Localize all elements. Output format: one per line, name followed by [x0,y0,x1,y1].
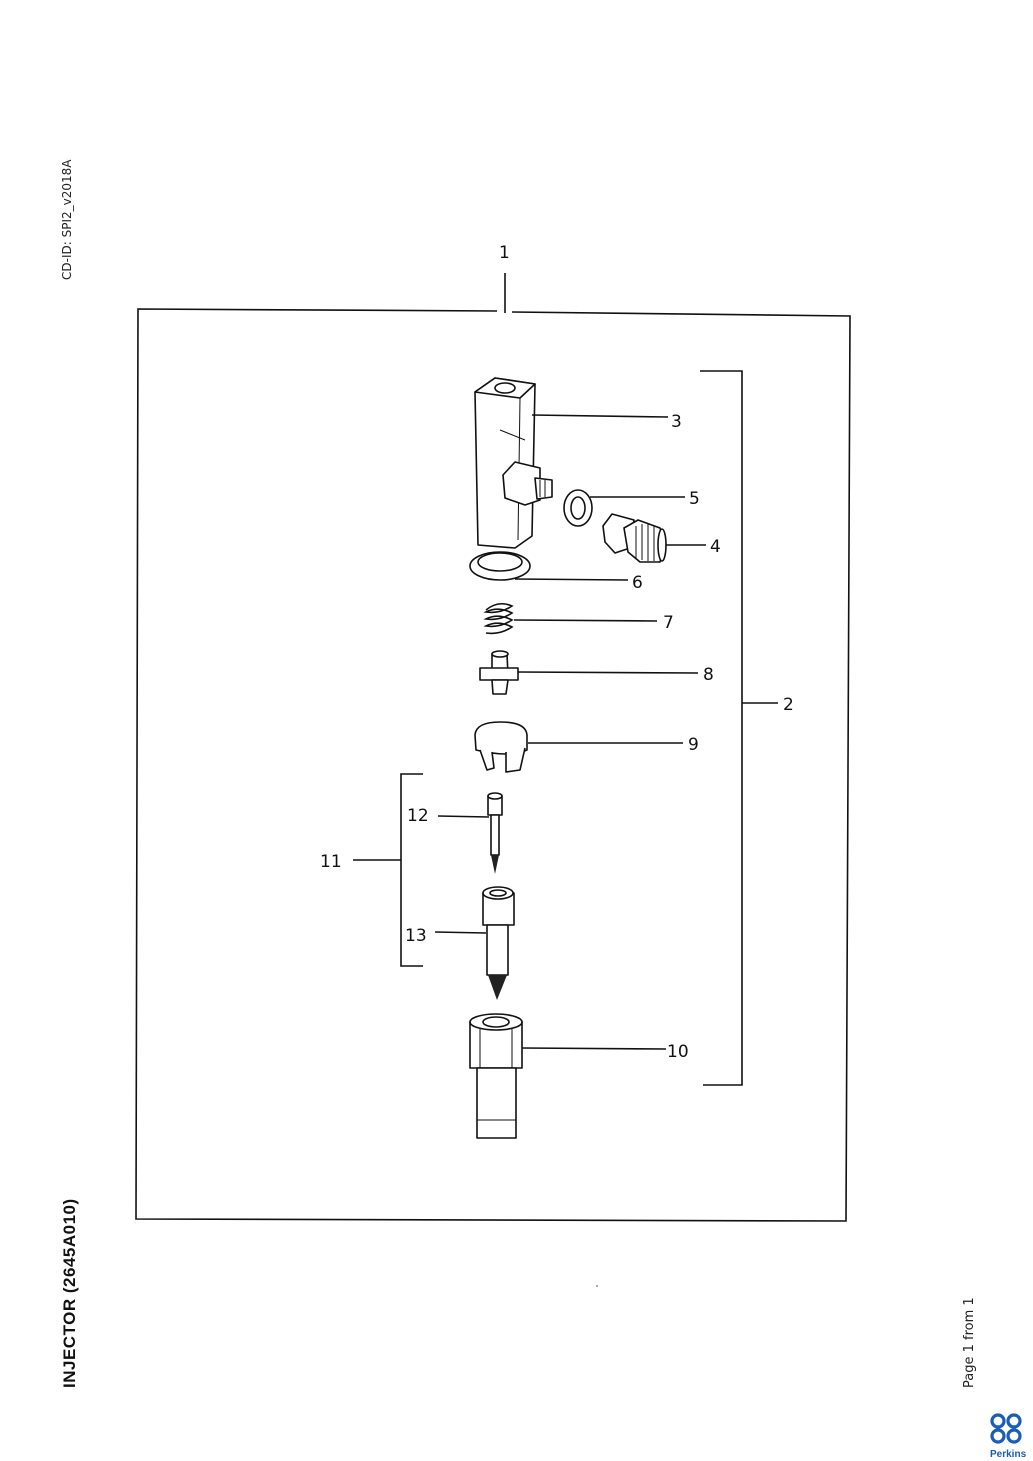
leader-12 [437,815,490,818]
bracket-11 [400,773,423,967]
perkins-logo: Perkins [990,1413,1027,1460]
callout-8: 8 [703,665,714,685]
part-3-injector-body [474,377,553,549]
callout-9: 9 [688,735,699,755]
callout-10: 10 [667,1042,689,1062]
leader-8 [517,671,699,674]
callout-7: 7 [663,613,674,633]
bracket-2 [700,370,743,1086]
part-8-spindle [479,650,519,695]
callout-4: 4 [710,537,721,557]
callout-11: 11 [320,852,342,872]
brand-name: Perkins [990,1449,1027,1460]
callout-2: 2 [783,695,794,715]
part-4-adaptor [602,513,667,563]
callout-13: 13 [405,926,427,946]
leader-7 [513,619,658,622]
assembly-frame [135,308,851,1222]
callout-12: 12 [407,806,429,826]
callout-6: 6 [632,573,643,593]
leader-13 [434,931,487,934]
part-13-nozzle [482,886,515,1000]
callout-1: 1 [499,243,510,263]
leader-10 [521,1047,667,1050]
leader-6 [514,578,629,581]
part-10-cap-nut [469,1013,523,1139]
leader-3 [531,414,669,418]
part-9-spacer [474,721,528,773]
callout-3: 3 [671,412,682,432]
part-12-needle [487,792,503,874]
part-6-sealing-washer [469,551,531,581]
callout-5: 5 [689,489,700,509]
part-7-spring [483,602,514,635]
part-5-washer [563,489,593,527]
